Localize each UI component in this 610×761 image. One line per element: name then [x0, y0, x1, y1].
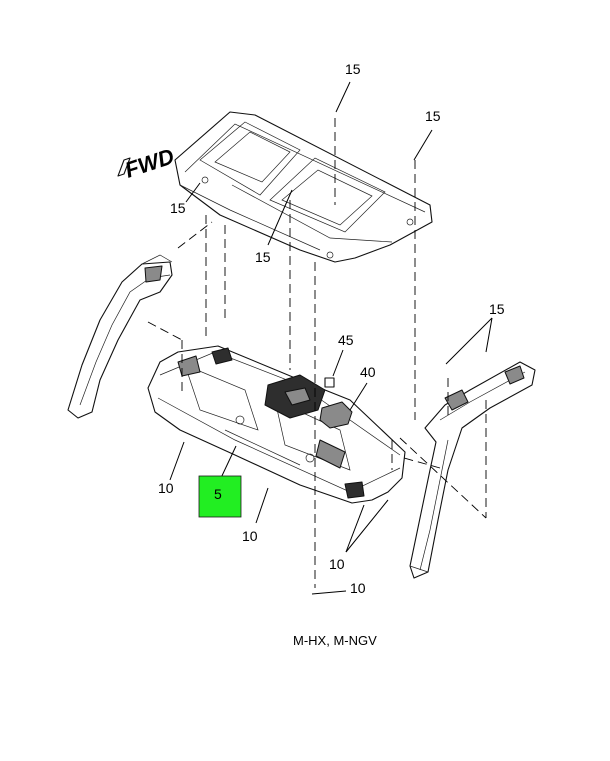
bracket-40	[319, 401, 353, 429]
callout-pan-left: 10	[158, 480, 174, 496]
callout-pan-bottom: 10	[350, 580, 366, 596]
callout-fastener: 45	[338, 332, 354, 348]
fwd-arrow-icon	[117, 157, 131, 177]
callout-bracket: 40	[360, 364, 376, 380]
callout-shelf-top: 15	[345, 61, 361, 77]
fwd-indicator: FWD	[117, 143, 177, 183]
alignment-guides	[147, 118, 487, 588]
model-note: M-HX, M-NGV	[293, 633, 377, 648]
callout-shelf-right: 15	[425, 108, 441, 124]
left-side-rail	[67, 254, 173, 419]
callout-rail-right: 15	[489, 301, 505, 317]
fastener-45	[324, 377, 335, 388]
upper-shelf-panel	[174, 111, 433, 263]
fwd-label: FWD	[122, 143, 177, 182]
callout-pan-front: 10	[242, 528, 258, 544]
highlight-box[interactable]	[198, 475, 242, 518]
floor-pan	[147, 345, 406, 504]
callouts: 15 15 15 15 15 45 40 10 10 10 10	[158, 61, 505, 596]
leader-lines	[169, 81, 493, 595]
right-side-rail	[409, 361, 536, 579]
callout-shelf-center: 15	[255, 249, 271, 265]
highlight-label: 5	[214, 486, 222, 502]
callout-shelf-left: 15	[170, 200, 186, 216]
highlighted-callout[interactable]: 5	[198, 475, 242, 518]
callout-pan-right: 10	[329, 556, 345, 572]
